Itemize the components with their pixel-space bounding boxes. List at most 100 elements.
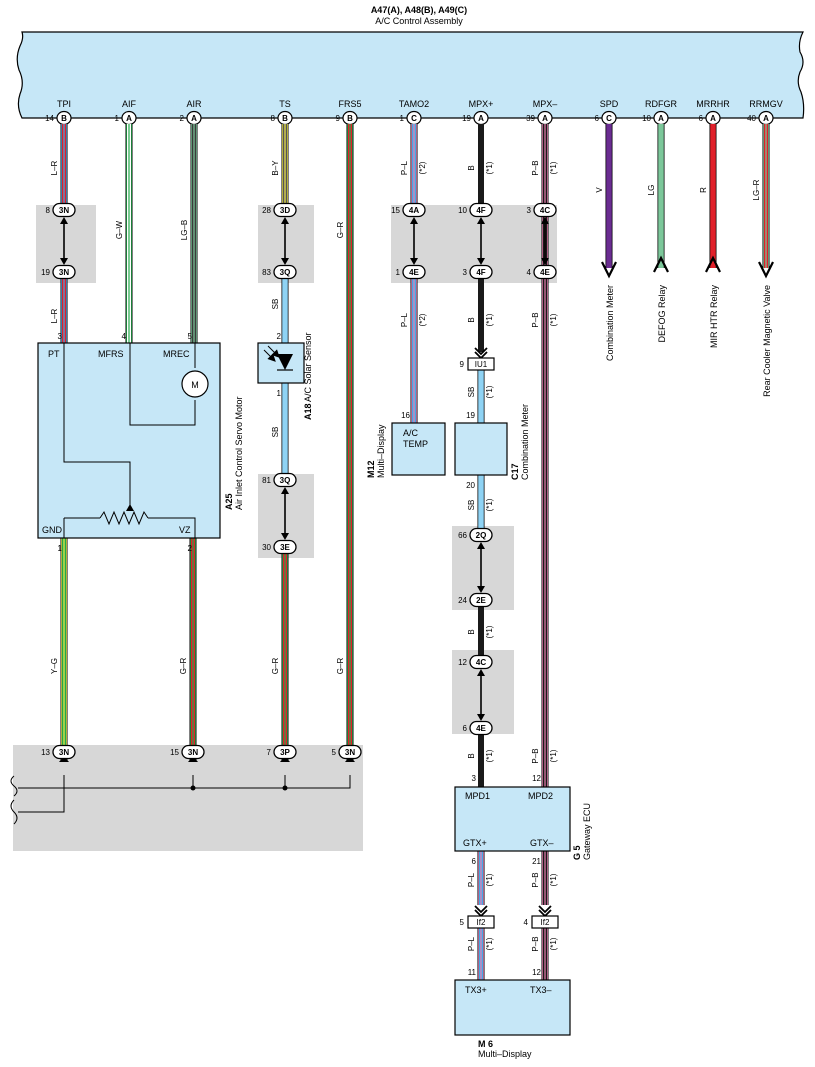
destination-label-2: MIR HTR Relay [709,285,719,349]
assembly-id: A47(A), A48(B), A49(C) [371,5,467,15]
header-pin-name-2: AIR [186,99,202,109]
svg-text:IU1: IU1 [475,360,488,369]
svg-text:6: 6 [463,724,468,733]
note-2: (*1) [485,161,494,174]
motor-icon [181,370,209,398]
wire-ts-top [281,124,289,210]
a25-pin-gnd: GND [42,525,63,535]
svg-text:4F: 4F [476,206,485,215]
svg-text:If2: If2 [477,918,486,927]
header-pin-num-0: 14 [45,114,54,123]
header-pin-conn-2: A [191,114,197,123]
svg-text:3N: 3N [59,206,69,215]
svg-text:3: 3 [527,206,532,215]
g5-pin-mpd2: MPD2 [528,791,553,801]
c17-label: C17 Combination Meter [510,404,530,480]
m6-pin-num-tx3p: 11 [468,968,477,977]
svg-text:28: 28 [262,206,271,215]
m6-id: M 6 [478,1039,493,1049]
a25-pin-pt: PT [48,349,60,359]
m12-display-box [391,422,446,476]
a18-id: A18 [303,403,313,420]
header-pin-num-3: 8 [271,114,276,123]
svg-text:24: 24 [458,596,467,605]
destination-label-1: DEFOG Relay [657,285,667,343]
assembly-box [16,31,805,119]
a25-pin-vz: VZ [179,525,191,535]
a25-mfrs-trace [129,343,196,426]
note-4: (*1) [485,385,494,398]
c17-name: Combination Meter [520,404,530,480]
svg-text:If2: If2 [541,918,550,927]
header-pin-conn-4: B [347,114,353,123]
svg-text:3P: 3P [280,748,290,757]
m12-label-temp: TEMP [403,439,428,449]
m12-pin: 16 [401,411,410,420]
c17-meter-box [454,422,508,476]
g5-id: G 5 [572,845,582,860]
wire-gtxm [541,851,549,905]
header-pin-name-11: RRMGV [749,99,783,109]
svg-text:7: 7 [267,748,272,757]
svg-text:83: 83 [262,268,271,277]
wire-ts-gr [281,547,289,760]
a25-name: Air Inlet Control Servo Motor [234,396,244,510]
svg-text:4A: 4A [409,206,419,215]
header-pin-conn-7: A [542,114,548,123]
g5-gateway-box [454,786,571,852]
wire-code-14: B [467,629,476,634]
m12-name: Multi–Display [376,424,386,478]
a18-label: A18 A/C Solar Sensor [303,332,313,420]
junction-link-7 [477,669,485,721]
svg-text:12: 12 [458,658,467,667]
junction-link-1 [281,217,289,265]
a25-pt-trace [63,343,131,506]
wire-code-18: P–B [531,748,540,763]
header-pin-name-6: MPX+ [469,99,494,109]
svg-text:13: 13 [41,748,50,757]
wire-code-0: L–R [50,160,59,175]
header-pin-num-11: 40 [747,114,756,123]
header-pin-name-0: TPI [57,99,71,109]
a25-label: A25 Air Inlet Control Servo Motor [224,396,244,510]
wire-code-22: LG–R [752,179,761,200]
g5-pin-mpd1: MPD1 [465,791,490,801]
wire-vz-gr [189,538,197,760]
note-13: (*1) [549,873,558,886]
svg-text:2Q: 2Q [476,531,487,540]
svg-text:15: 15 [170,748,179,757]
m12-label: M12 Multi–Display [366,424,386,478]
m6-name: Multi–Display [478,1049,532,1059]
svg-text:1: 1 [396,268,401,277]
junction-4e-6: 4E 6 [463,720,493,736]
svg-text:4: 4 [524,918,529,927]
a18-pin-top: 2 [277,332,282,341]
svg-text:5: 5 [332,748,337,757]
svg-text:5: 5 [460,918,465,927]
c17-id: C17 [510,463,520,480]
wire-code-24: G–R [179,658,188,675]
wire-tamo2-mid [410,276,418,423]
svg-text:4E: 4E [476,724,486,733]
note-3: (*1) [485,313,494,326]
wire-code-17: P–B [531,312,540,327]
m6-pin-num-tx3m: 12 [532,968,541,977]
wire-code-29: P–B [531,872,540,887]
svg-text:4: 4 [527,268,532,277]
wire-code-19: V [595,187,604,193]
junction-4f-3: 4F3 [463,264,493,280]
junction-link-0 [60,217,68,265]
g5-pin-gtxp: GTX+ [463,838,487,848]
wire-rrmgv-arrow-icon [758,261,774,279]
header-pin-num-7: 39 [526,114,535,123]
wire-aif [125,124,133,343]
a25-vz-trace [148,517,196,538]
wire-code-26: G–R [336,658,345,675]
wire-code-6: SB [271,427,280,438]
